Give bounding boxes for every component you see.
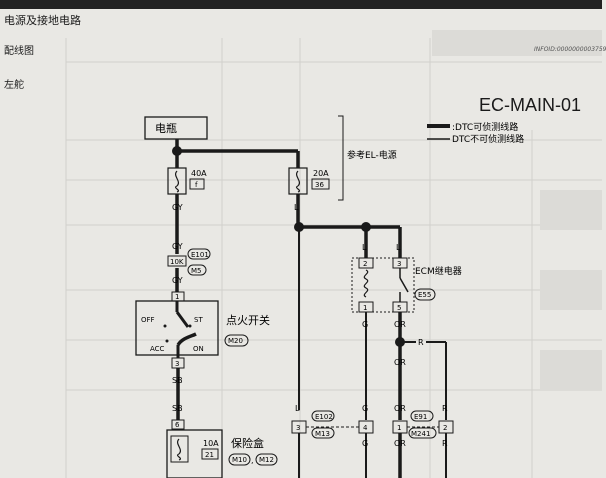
wire-or-4: OR (394, 439, 406, 448)
connector-e101: E101 (191, 251, 209, 259)
connector-m13: M13 (315, 430, 330, 438)
connector-m10-oval (228, 453, 251, 466)
fuse-10a-id-box (201, 448, 219, 460)
legend-detectable-text: :DTC可侦测线路 (452, 121, 518, 133)
wire-r-3: R (442, 439, 448, 448)
e91-pin-1: 1 (397, 424, 401, 432)
fuse-40a-rating: 40A (191, 169, 207, 178)
pin-10k-box (167, 255, 187, 267)
ref-power-label: 参考EL-电源 (347, 149, 397, 161)
connector-e55-oval (414, 288, 436, 301)
connector-m12-oval (255, 453, 278, 466)
connector-e102-oval (311, 410, 335, 422)
connector-m5-oval (187, 264, 207, 276)
wire-g-upper: G (362, 320, 368, 329)
fuse-10a-box (170, 435, 189, 463)
wire-gy-3: GY (172, 276, 183, 285)
legend-not-detectable-text: DTC不可侦测线路 (452, 133, 524, 145)
wire-g-lower: G (362, 439, 368, 448)
wire-r-2: R (442, 404, 448, 413)
relay-pin-5: 5 (397, 304, 401, 312)
relay-contact-arm (399, 277, 409, 293)
wire-l-top: L (294, 203, 299, 212)
fuse-10a-icon (176, 438, 182, 461)
connector-m20-oval (224, 334, 249, 347)
wire-l-relay-right: L (396, 243, 401, 252)
relay-pin-2: 2 (363, 260, 367, 268)
wire-l-relay-left: L (362, 243, 367, 252)
connector-m12: M12 (259, 456, 274, 464)
fuse-20a-id: 36 (315, 181, 324, 189)
ecm-relay-box (351, 257, 415, 313)
connector-m5: M5 (191, 267, 202, 275)
connector-m13-oval (311, 427, 335, 439)
e91-pin-2: 2 (443, 424, 447, 432)
connector-e91-oval (410, 410, 434, 422)
connector-separator-comma: , (251, 456, 254, 465)
connector-m10: M10 (232, 456, 247, 464)
section-title: 电源及接地电路 (4, 14, 81, 27)
fuse-40a-id: f (195, 181, 198, 189)
wire-or-3: OR (394, 404, 406, 413)
wire-gy-1: GY (172, 203, 183, 212)
connector-e55: E55 (418, 291, 431, 299)
wire-r-1: R (418, 338, 424, 347)
ign-on: ON (193, 345, 204, 353)
ign-contact-acc (165, 339, 169, 343)
wire-sb-1: SB (172, 376, 183, 385)
battery-label: 电瓶 (155, 121, 177, 135)
wire-gy-2: GY (172, 242, 183, 251)
diagram-title: EC-MAIN-01 (479, 95, 582, 115)
fuse-10a-rating: 10A (203, 439, 219, 448)
ign-pin-1: 1 (175, 293, 179, 301)
relay-pin-2-box (358, 257, 374, 269)
wire-or-1: OR (394, 320, 406, 329)
connector-m20: M20 (228, 337, 243, 345)
ign-lever (175, 311, 190, 328)
wiring-diagram-label: 配线图 (4, 46, 34, 57)
fuse-10a-id: 21 (205, 451, 214, 459)
fuse-20a-id-box (311, 178, 330, 190)
ign-off: OFF (141, 316, 155, 324)
pin-10k: 10K (170, 258, 184, 266)
fuse-20a-icon (295, 170, 301, 193)
legend: :DTC可侦测线路 DTC不可侦测线路 (427, 121, 524, 145)
e102-pin-4: 4 (363, 424, 368, 432)
connector-e101-oval (187, 248, 211, 260)
connector-e102: E102 (315, 413, 333, 421)
e102-pin-3: 3 (296, 424, 300, 432)
fuse-40a-id-box (189, 178, 205, 190)
ign-st: ST (194, 316, 203, 324)
fusebox-pin-6: 6 (175, 421, 180, 429)
ign-contact-st (188, 324, 192, 328)
ign-acc: ACC (150, 345, 165, 353)
ecm-relay-label: ECM继电器 (415, 265, 462, 277)
info-id: INFOID:0000000003759 (534, 46, 606, 53)
fuse-box (166, 429, 223, 478)
fuse-40a-icon (174, 170, 180, 193)
fuse-box-label: 保险盒 (231, 436, 264, 450)
left-hand-drive-label: 左舵 (4, 80, 24, 91)
ign-pin-3: 3 (175, 360, 179, 368)
ignition-switch-label: 点火开关 (226, 313, 270, 327)
relay-pin-3: 3 (397, 260, 401, 268)
ign-on-contact (176, 332, 197, 347)
connector-m241-oval (408, 427, 437, 439)
ref-bracket (338, 115, 344, 201)
wire-or-2: OR (394, 358, 406, 367)
relay-coil-icon (363, 269, 369, 298)
relay-pin-1: 1 (363, 304, 367, 312)
top-header-bar (0, 0, 602, 9)
wire-sb-2: SB (172, 404, 183, 413)
wire-g-mid: G (362, 404, 368, 413)
ign-contact-off (163, 324, 167, 328)
connector-e91: E91 (414, 413, 427, 421)
connector-m241: M241 (411, 430, 430, 438)
fuse-20a-rating: 20A (313, 169, 329, 178)
wire-l-lower: L (295, 404, 300, 413)
